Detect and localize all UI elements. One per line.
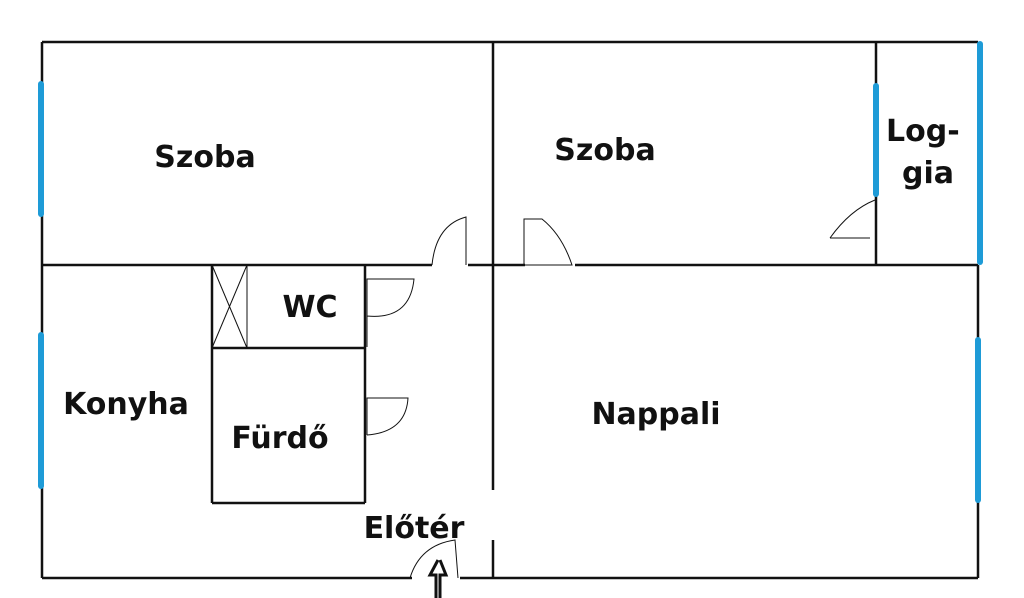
room-label-nappali: Nappali (591, 397, 720, 432)
door-room2[interactable] (523, 218, 573, 266)
walls (40, 40, 980, 580)
doors (366, 199, 876, 579)
room-label-eloter: Előtér (364, 511, 465, 546)
room-label-wc: WC (282, 290, 337, 325)
door-room1[interactable] (431, 216, 467, 266)
room-label-loggia-2: gia (902, 156, 954, 191)
room-label-szoba-2: Szoba (554, 133, 655, 168)
room-label-konyha: Konyha (63, 387, 189, 422)
entrance-arrow-icon (427, 559, 449, 598)
room-label-szoba-1: Szoba (154, 140, 255, 175)
door-wc[interactable] (366, 278, 415, 347)
room-label-furdo: Fürdő (231, 421, 328, 456)
shaft (211, 264, 248, 349)
door-loggia[interactable] (829, 199, 876, 239)
room-label-loggia-1: Log- (886, 114, 960, 149)
door-bathroom[interactable] (366, 397, 409, 436)
door-entrance[interactable] (409, 539, 459, 579)
shaft-cross (211, 264, 248, 349)
windows (38, 41, 983, 503)
